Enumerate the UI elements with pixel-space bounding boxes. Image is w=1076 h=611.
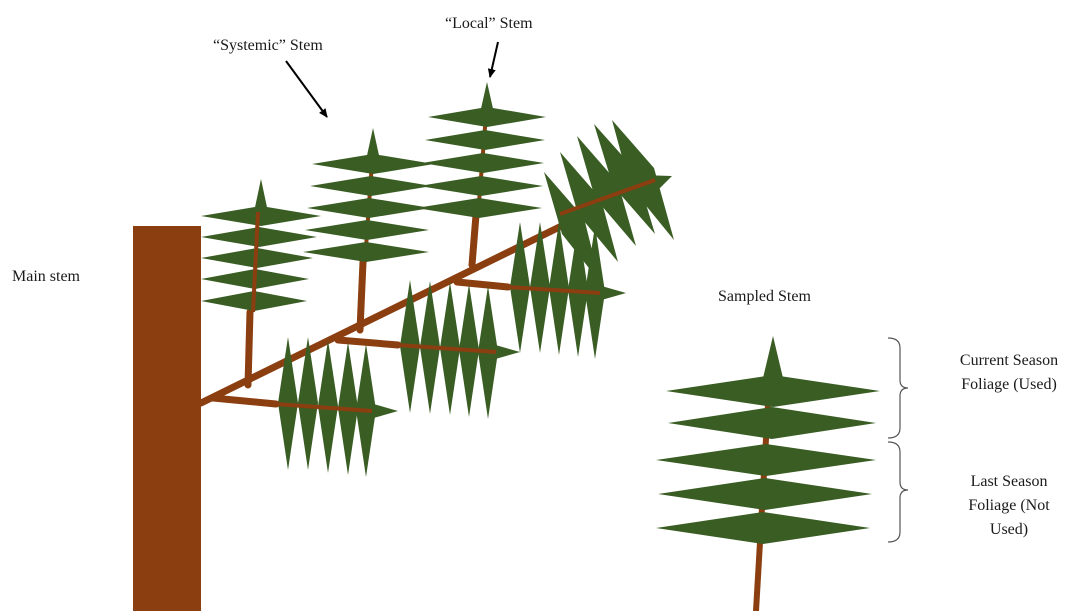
local-stem-leaf <box>416 198 542 218</box>
systemic-stem-leaf <box>303 242 429 262</box>
last-season-label: Last Season Foliage (Not Used) <box>944 470 1074 542</box>
current-season-line1: Current Season <box>944 349 1074 373</box>
lateral-branch-3 <box>457 282 508 287</box>
last-season-leaf <box>658 478 872 510</box>
systemic-stem-label: “Systemic” Stem <box>213 34 323 58</box>
lateral-leaf-tip <box>598 285 626 301</box>
current-season-line2: Foliage (Used) <box>944 373 1074 397</box>
local-stem-leaf <box>425 130 545 150</box>
systemic-stem-leaf <box>307 198 431 218</box>
last-season-line2: Foliage (Not <box>944 494 1074 518</box>
last-season-leaf <box>656 444 876 476</box>
lateral-leaf-tip <box>370 403 398 419</box>
last-season-line3: Used) <box>944 518 1074 542</box>
lateral-branch-1 <box>213 398 276 404</box>
left-stem-leaf <box>201 206 321 226</box>
systemic-stem-leaf <box>305 220 429 240</box>
lateral-leaf-tip <box>492 344 520 360</box>
systemic-stem-leaf <box>312 154 434 174</box>
local-stem-leaf <box>422 153 544 173</box>
sampled-stem-label: Sampled Stem <box>718 285 811 309</box>
left-upright-stem <box>201 179 321 311</box>
last-season-bracket <box>888 442 908 542</box>
current-season-bracket <box>888 338 908 438</box>
systemic-stem-leaf <box>310 176 432 196</box>
systemic-stem-arrow <box>286 61 327 117</box>
local-stem-arrow <box>490 42 498 77</box>
substem-3-stalk <box>472 215 476 265</box>
last-season-line1: Last Season <box>944 470 1074 494</box>
lateral-branch-2 <box>338 340 398 345</box>
main-stem-trunk <box>133 226 201 611</box>
local-stem-leaf <box>419 176 543 196</box>
current-season-label: Current Season Foliage (Used) <box>944 349 1074 397</box>
current-season-leaf <box>666 375 880 407</box>
local-stem-label: “Local” Stem <box>445 12 533 36</box>
substem-2-stalk <box>360 262 363 330</box>
main-stem-label: Main stem <box>12 265 80 289</box>
sampled-stem-tip <box>763 336 783 378</box>
local-stem-leaf <box>428 107 546 127</box>
last-season-leaf <box>656 512 870 544</box>
substem-1-stalk <box>248 312 250 385</box>
current-season-leaf <box>668 407 876 439</box>
systemic-stem-foliage <box>303 128 434 262</box>
